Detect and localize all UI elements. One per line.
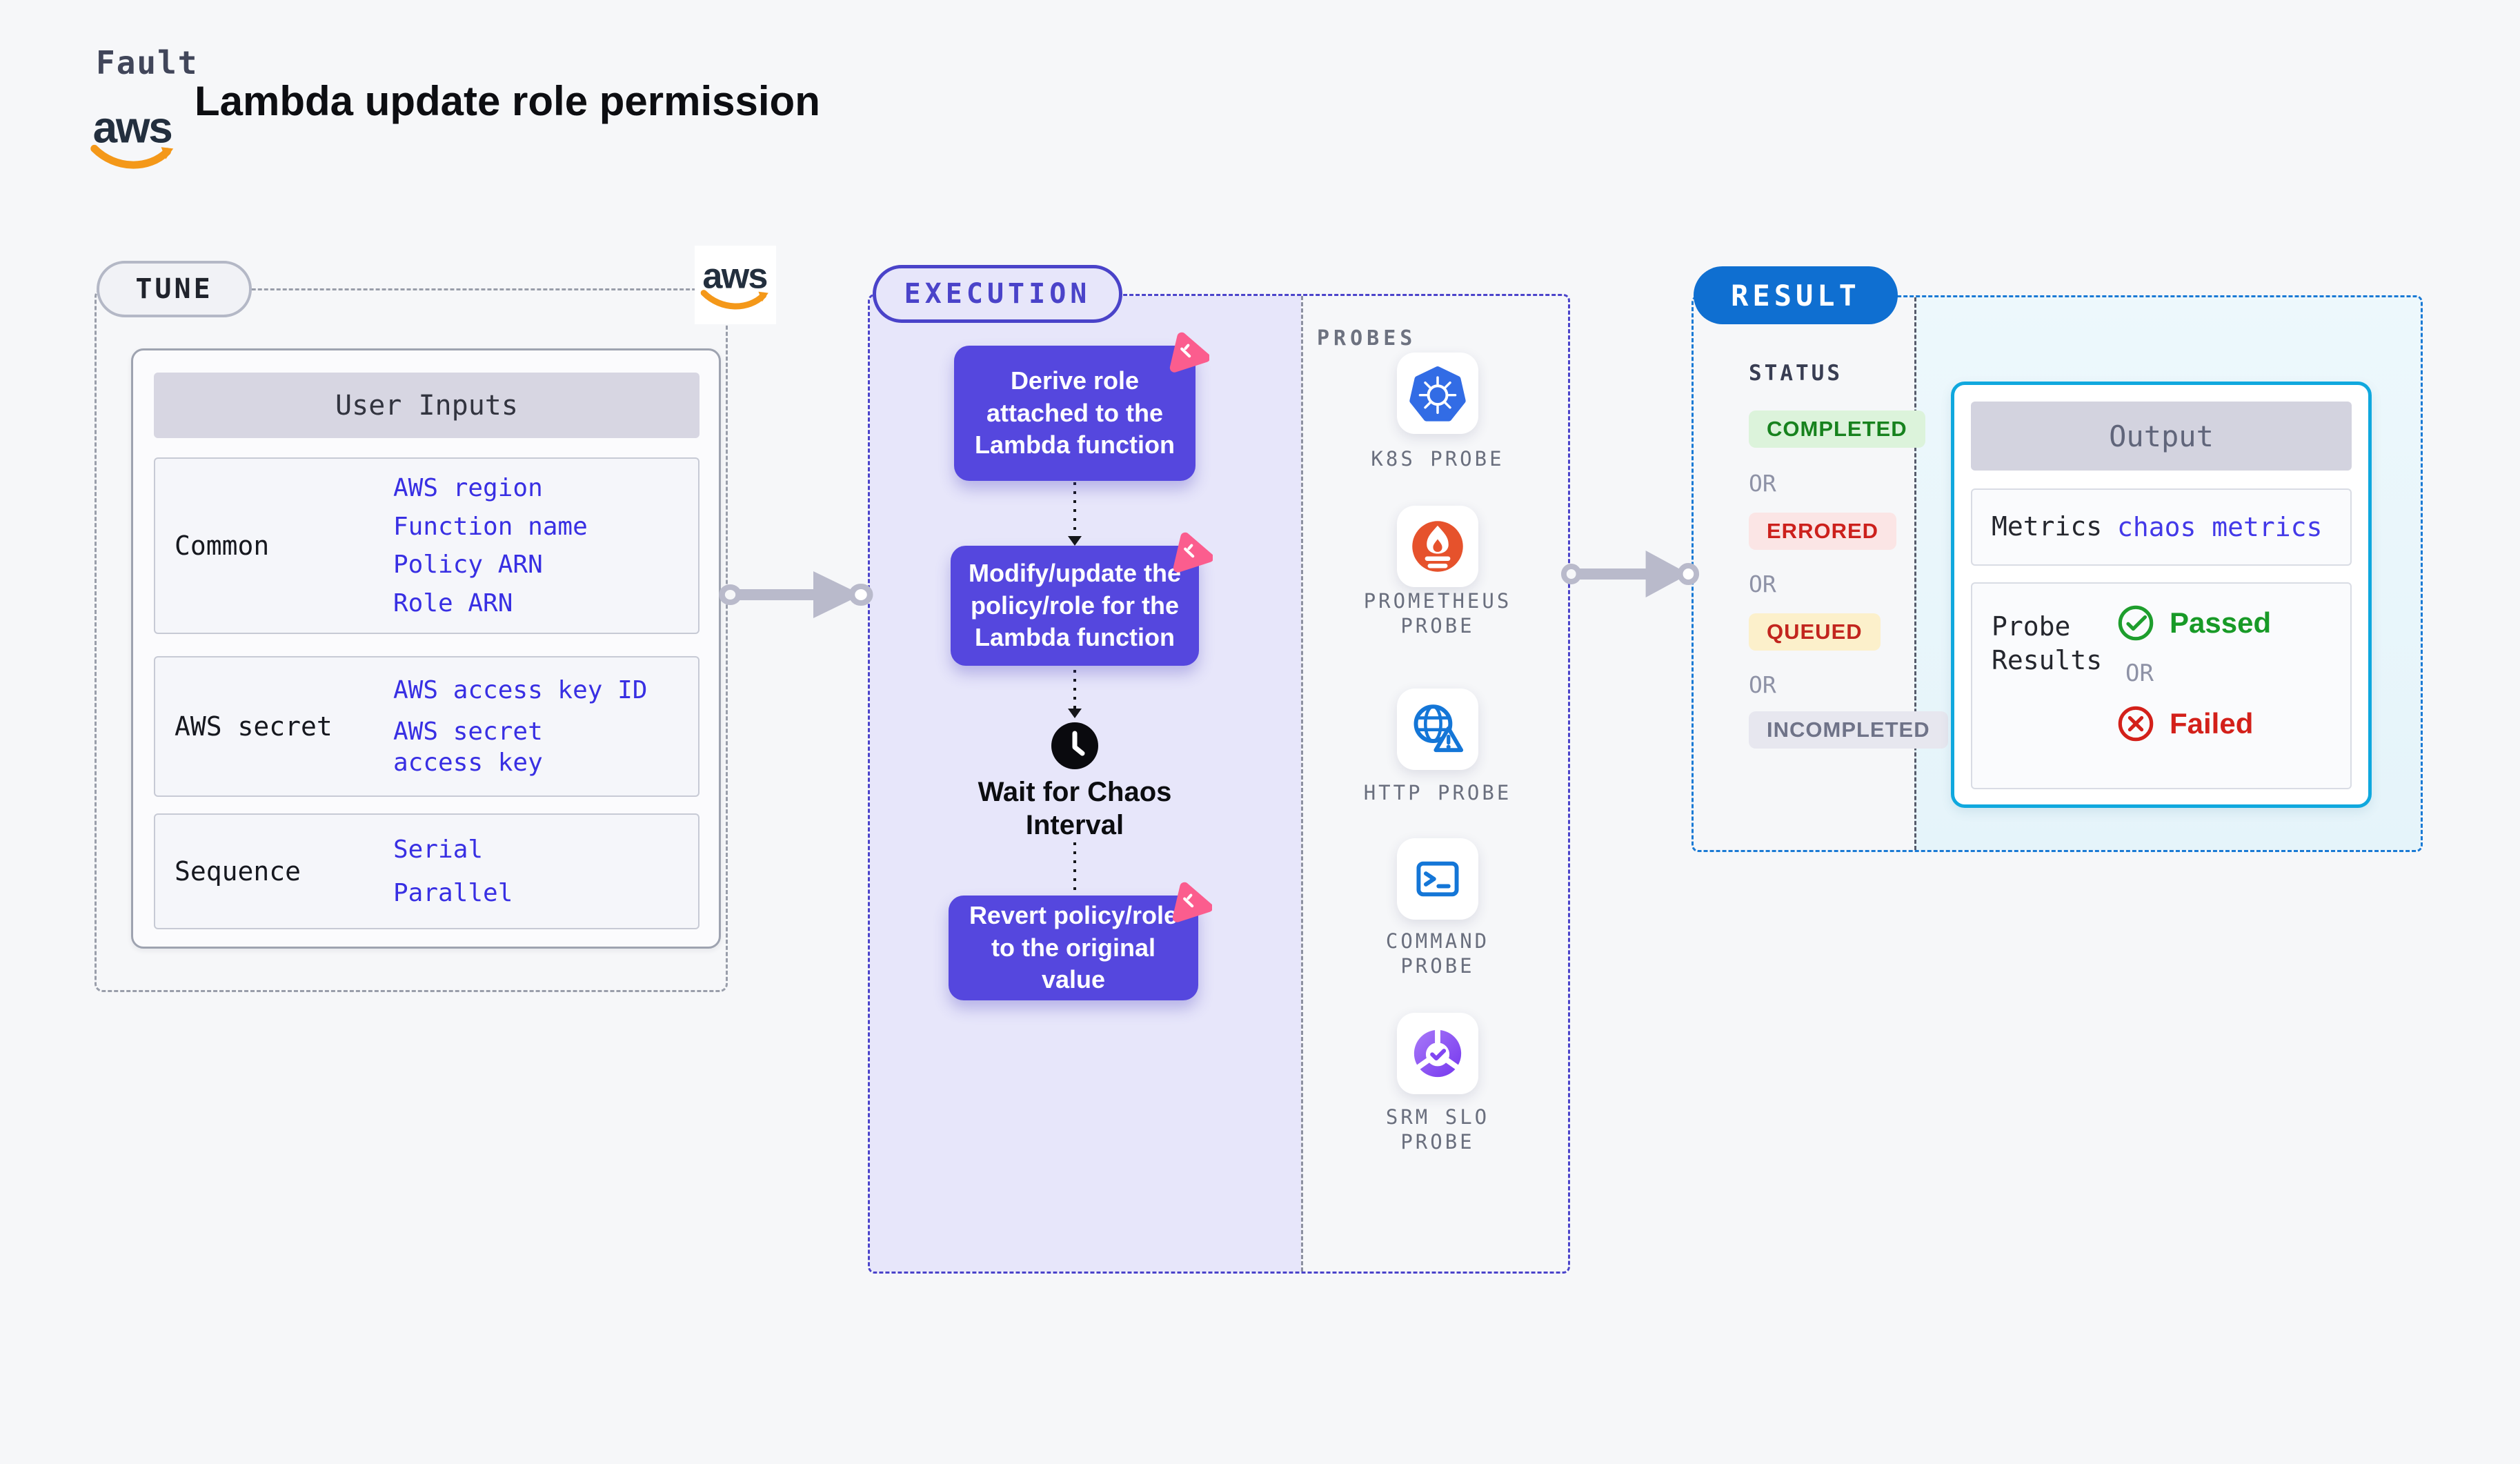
input-value: AWS region (393, 474, 543, 503)
probe-label: HTTP PROBE (1363, 781, 1512, 804)
step-label: Revert policy/role to the original value (969, 900, 1178, 994)
probe-card-srm-slo (1397, 1013, 1478, 1094)
row-label: Common (175, 531, 270, 561)
failed-label: Failed (2170, 707, 2254, 740)
metrics-value: chaos metrics (2117, 512, 2323, 542)
terminal-icon (1416, 861, 1459, 897)
aws-target-logo: aws (695, 246, 776, 324)
probe-label: SRM SLO PROBE (1385, 1105, 1490, 1154)
http-globe-warning-icon (1413, 704, 1464, 753)
or-label: OR (1749, 571, 1776, 597)
probe-card-prometheus (1397, 506, 1478, 587)
step-label: Modify/update the policy/role for the La… (969, 558, 1181, 652)
connector-line (1068, 670, 1082, 718)
slo-donut-check-icon (1413, 1028, 1462, 1078)
probes-title: PROBES (1317, 326, 1417, 350)
probe-label: PROMETHEUS PROBE (1363, 589, 1512, 638)
wait-step-label: Wait for Chaos Interval (978, 777, 1172, 840)
passed-line: Passed (2117, 604, 2271, 642)
input-value: AWS access key ID (393, 676, 648, 704)
status-title: STATUS (1749, 361, 1843, 386)
step-label: Derive role attached to the Lambda funct… (975, 366, 1175, 459)
metrics-label: Metrics (1992, 511, 2103, 542)
connector-line (1068, 482, 1082, 546)
arrow-execution-to-result-icon (1560, 551, 1700, 597)
arrow-tune-to-execution-icon (719, 571, 873, 618)
check-circle-icon (2118, 605, 2154, 641)
or-label: OR (1749, 470, 1776, 497)
output-title: Output (1971, 402, 2352, 471)
row-values: AWS region Function name Policy ARN Role… (383, 459, 698, 633)
output-row-probe-results: Probe Results Passed OR (1971, 582, 2352, 789)
probe-results-label: Probe Results (1992, 611, 2103, 676)
passed-label: Passed (2170, 606, 2272, 639)
probe-card-k8s (1397, 353, 1478, 434)
output-row-metrics: Metrics chaos metrics (1971, 488, 2352, 566)
aws-logo-icon: aws (700, 256, 768, 310)
row-label: Sequence (175, 856, 301, 887)
chaos-fault-icon (1172, 882, 1212, 922)
row-values: Serial Parallel (383, 815, 698, 928)
step-derive-role: Derive role attached to the Lambda funct… (954, 332, 1209, 481)
output-table: Output Metrics chaos metrics Probe Resul… (1951, 382, 2372, 808)
status-divider (1914, 297, 1916, 850)
prometheus-icon (1412, 521, 1463, 572)
user-inputs-table: User Inputs Common AWS region Function n… (131, 348, 721, 949)
result-section: STATUS COMPLETED OR ERRORED OR QUEUED OR… (1691, 295, 2423, 852)
execution-badge: EXECUTION (873, 265, 1122, 323)
chaos-fault-icon (1169, 332, 1209, 373)
tune-badge: TUNE (97, 261, 252, 317)
input-value: Role ARN (393, 588, 513, 617)
kubernetes-icon (1409, 366, 1466, 422)
fault-type-label: Fault (96, 44, 199, 81)
status-badge-queued: QUEUED (1749, 613, 1881, 651)
or-label: OR (2125, 660, 2154, 687)
row-label: AWS secret (175, 711, 333, 742)
input-value: Policy ARN (393, 551, 543, 580)
input-value: Serial (393, 835, 484, 864)
status-badge-completed: COMPLETED (1749, 410, 1925, 448)
status-badge-incompleted: INCOMPLETED (1749, 711, 1948, 749)
probe-label: COMMAND PROBE (1385, 929, 1490, 978)
aws-logo-text: aws (93, 103, 172, 152)
aws-logo-icon: aws (90, 103, 174, 169)
failed-line: Failed (2117, 705, 2271, 742)
user-inputs-title: User Inputs (154, 373, 700, 438)
probe-label: K8S PROBE (1371, 447, 1505, 471)
probes-divider (1301, 296, 1303, 1272)
status-badge-errored: ERRORED (1749, 513, 1897, 550)
chaos-fault-icon (1173, 532, 1213, 573)
tune-section (95, 288, 728, 992)
aws-logo-text: aws (702, 256, 766, 296)
execution-section: Derive role attached to the Lambda funct… (868, 294, 1570, 1274)
input-value: Parallel (393, 879, 513, 907)
input-value: Function name (393, 512, 588, 541)
x-circle-icon (2118, 706, 2154, 742)
probe-results-values: Passed OR Failed (2117, 584, 2271, 788)
connector-line (1073, 842, 1076, 893)
input-value: AWS secret access key (393, 718, 543, 777)
step-modify-policy: Modify/update the policy/role for the La… (951, 532, 1213, 666)
table-row-common: Common AWS region Function name Policy A… (154, 457, 700, 634)
probe-card-http (1397, 689, 1478, 770)
result-badge: RESULT (1694, 266, 1898, 324)
row-values: AWS access key ID AWS secret access key (383, 657, 698, 795)
or-label: OR (1749, 671, 1776, 698)
table-row-sequence: Sequence Serial Parallel (154, 813, 700, 929)
wait-clock-icon (1050, 721, 1100, 771)
table-row-aws-secret: AWS secret AWS access key ID AWS secret … (154, 656, 700, 797)
step-revert-policy: Revert policy/role to the original value (949, 882, 1212, 1000)
page-title: Lambda update role permission (195, 78, 820, 124)
probe-card-command (1397, 838, 1478, 920)
